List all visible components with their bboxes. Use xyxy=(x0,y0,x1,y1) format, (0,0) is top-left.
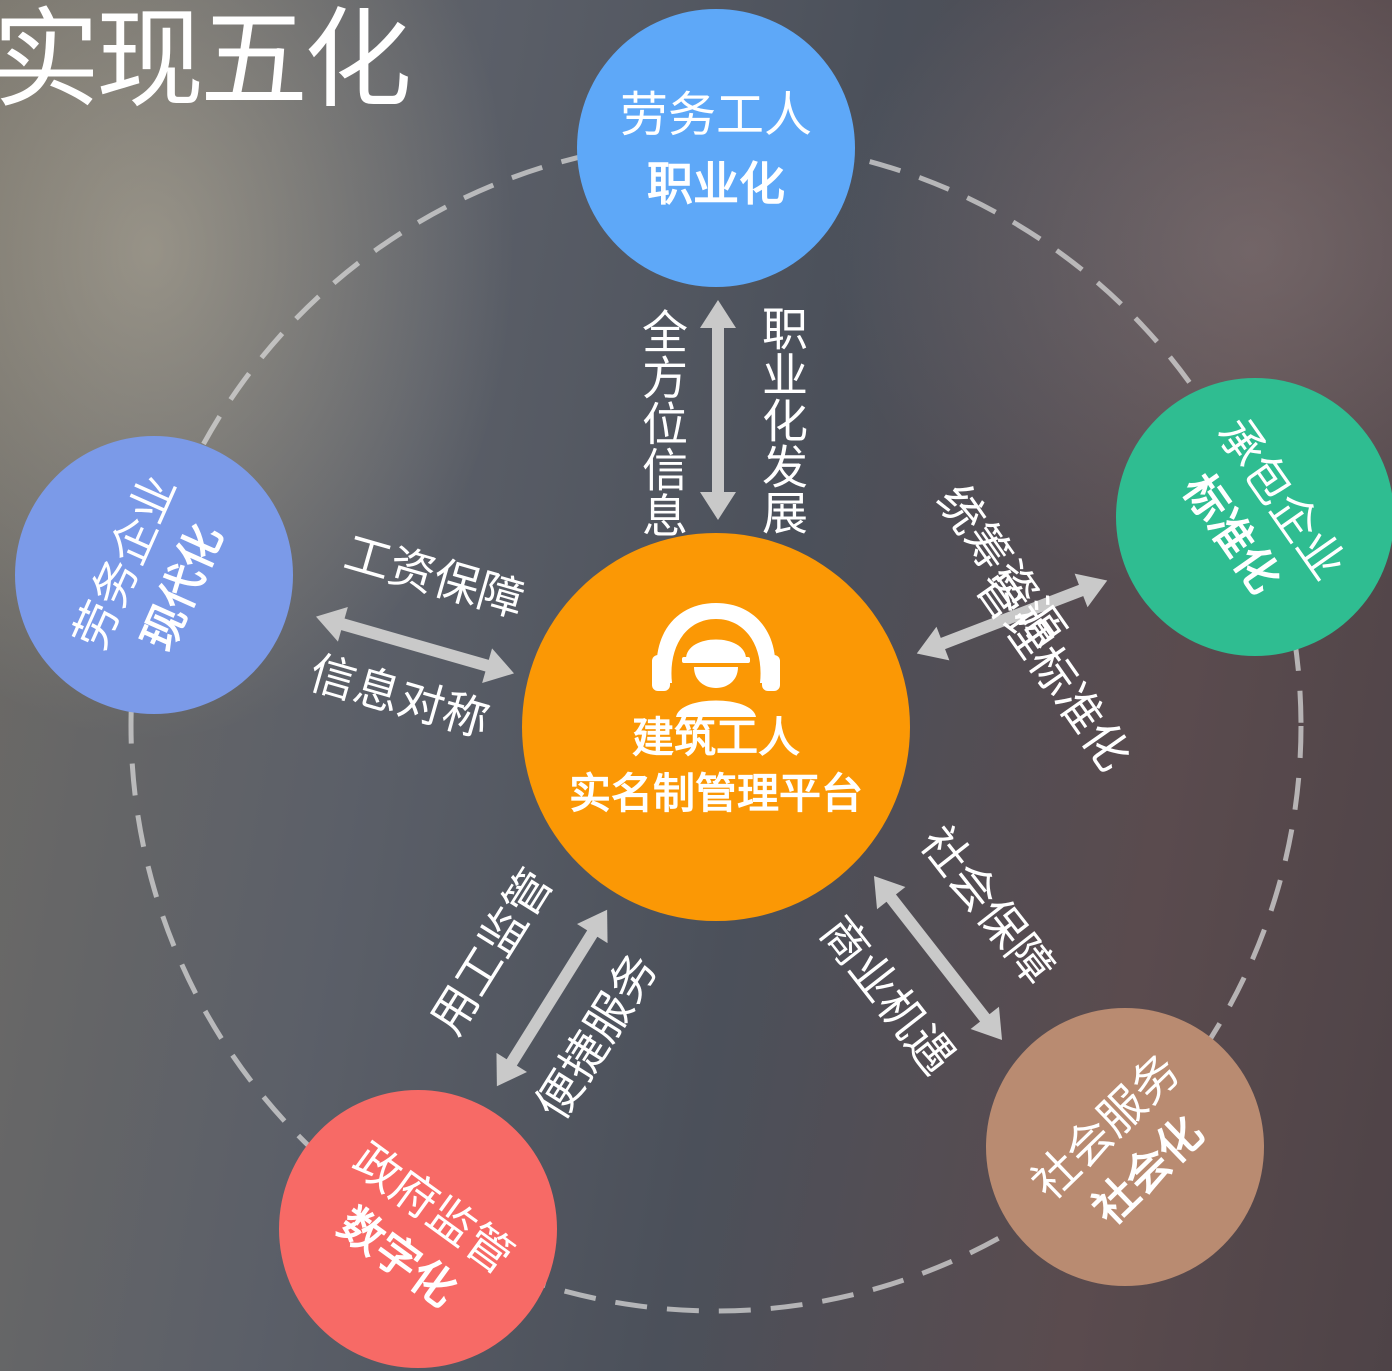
node-top-circle xyxy=(577,9,855,287)
node-bottom-left-circle xyxy=(279,1090,557,1368)
double-arrow-left xyxy=(315,607,515,683)
node-right: 承包企业 标准化 xyxy=(1116,378,1392,656)
node-top-line1: 劳务工人 xyxy=(620,87,812,143)
link-top-a-text: 全方位信息 xyxy=(635,308,689,538)
node-top: 劳务工人 职业化 xyxy=(577,9,855,287)
node-center-line2: 实名制管理平台 xyxy=(569,769,863,818)
worker-helmet-icon xyxy=(652,603,780,717)
link-bottom-left-b-text: 便捷服务 xyxy=(525,944,668,1129)
page-title: 实现五化 xyxy=(0,0,412,123)
node-bottom-right-circle xyxy=(986,1008,1264,1286)
link-bottom-right-a-text: 社会保障 xyxy=(910,816,1066,994)
double-arrow-bottom-right xyxy=(873,876,1003,1040)
node-bottom-left: 政府监管 数字化 xyxy=(279,1090,557,1368)
double-arrow-right xyxy=(916,573,1108,661)
link-top-b-text: 职业化发展 xyxy=(755,305,809,535)
link-left-a-text: 工资保障 xyxy=(339,525,531,628)
node-center: 建筑工人 实名制管理平台 xyxy=(522,533,910,921)
node-left-circle xyxy=(15,436,293,714)
node-bottom-right: 社会服务 社会化 xyxy=(986,1008,1264,1286)
link-top-a: 全方位信息 xyxy=(635,308,689,538)
double-arrow-top xyxy=(700,300,736,520)
link-top-b: 职业化发展 xyxy=(755,305,809,535)
node-center-circle xyxy=(522,533,910,921)
node-left: 劳务企业 现代化 xyxy=(15,436,293,714)
node-top-line2: 职业化 xyxy=(647,157,785,211)
link-bottom-right-b-text: 商业机遇 xyxy=(810,906,966,1084)
node-center-line1: 建筑工人 xyxy=(632,713,800,762)
double-arrow-bottom-left xyxy=(496,909,608,1087)
node-right-circle xyxy=(1116,378,1392,656)
